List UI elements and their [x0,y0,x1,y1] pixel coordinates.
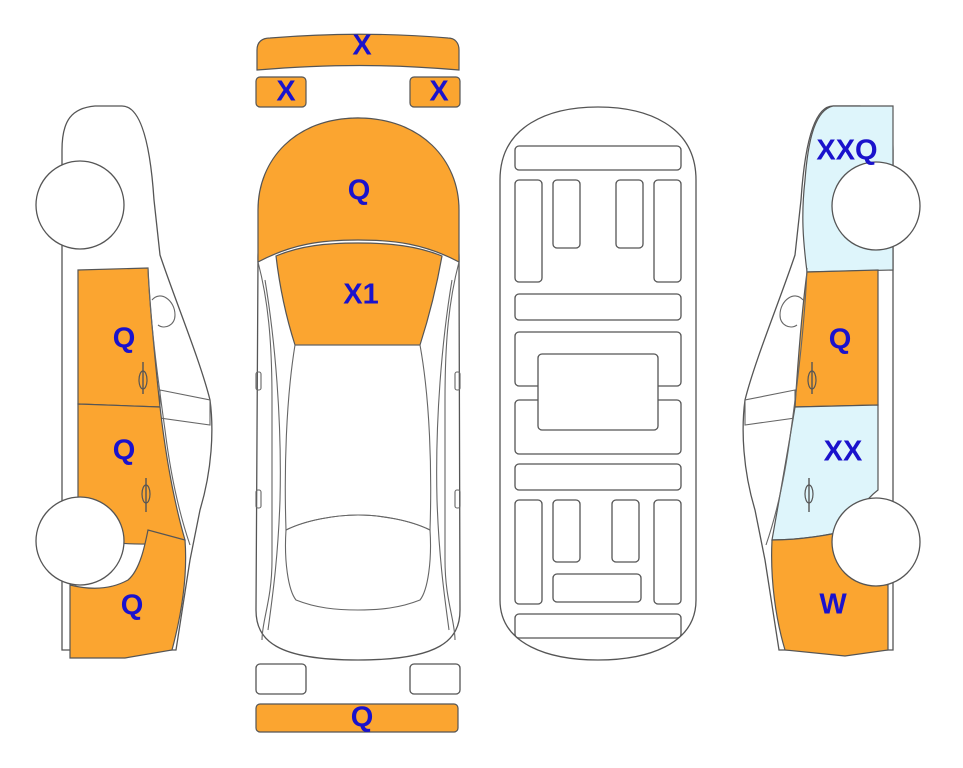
damage-labels: X X X Q X1 Q Q Q Q XXQ Q XX W [113,30,878,734]
rear-bumper-label: Q [351,702,374,734]
left-front-wheel [35,160,125,250]
front-left-lamp-panel[interactable] [255,76,307,108]
windshield-panel[interactable] [275,242,443,346]
front-right-lamp-panel[interactable] [409,76,461,108]
underbody-front-left-inner [552,179,581,249]
right-a-pillar [444,261,460,641]
right-rear-fender-label: W [819,589,847,621]
underbody-rear-right-inner [611,499,640,563]
front-right-lamp-label: X [429,76,449,108]
left-front-handle-icon [138,362,148,394]
left-mirror-top [255,371,262,391]
left-rear-handle-icon [141,478,151,512]
left-side-skirt [264,279,281,631]
underbody-view [499,106,697,661]
left-handle-top [255,489,262,509]
left-rear-door-label: Q [113,435,136,467]
underbody-rear-right-rail [653,499,682,605]
underbody-rear-rail [514,613,682,639]
right-mirror [779,295,804,328]
front-left-lamp-label: X [276,76,296,108]
left-a-pillar [257,261,273,641]
rear-right-lamp [409,663,461,695]
underbody-rear-left-rail [514,499,543,605]
underbody-front-right-rail [653,179,682,283]
left-side-door-seam [147,267,191,546]
left-mirror [151,295,176,328]
underbody-front-rail [514,145,682,171]
underbody-rear-box [552,573,642,603]
hood-panel[interactable] [257,117,460,263]
front-bumper-label: X [352,30,372,62]
underbody-front-left-rail [514,179,543,283]
front-bumper-panel[interactable] [256,33,460,71]
hood-label: Q [348,175,371,207]
right-mirror-top [454,371,461,391]
underbody-crossmember-2 [514,463,682,491]
rear-bumper-panel[interactable] [255,703,459,733]
left-rear-wheel [35,496,125,586]
left-rear-fender-panel[interactable] [69,529,187,659]
left-side-view [35,105,213,659]
underbody-front-right-inner [615,179,644,249]
right-rear-door-label: XX [824,436,863,468]
right-front-handle-icon [807,362,817,394]
right-rear-handle-icon [804,478,814,512]
underbody-crossmember-1 [514,293,682,321]
rear-window-outline [284,514,432,611]
underbody-rear-left-inner [552,499,581,563]
right-side-door-seam [765,267,808,546]
right-handle-top [454,489,461,509]
right-side-skirt [436,279,453,631]
right-side-view [742,105,921,657]
windshield-label: X1 [343,279,378,311]
right-front-door-label: Q [829,324,852,356]
left-rear-fender-label: Q [121,590,144,622]
top-view [255,33,461,733]
left-front-door-label: Q [113,323,136,355]
right-front-wheel [831,161,921,251]
right-front-fender-label: XXQ [816,135,877,167]
underbody-center-panel [537,353,659,431]
right-rear-wheel [831,497,921,587]
rear-left-lamp [255,663,307,695]
